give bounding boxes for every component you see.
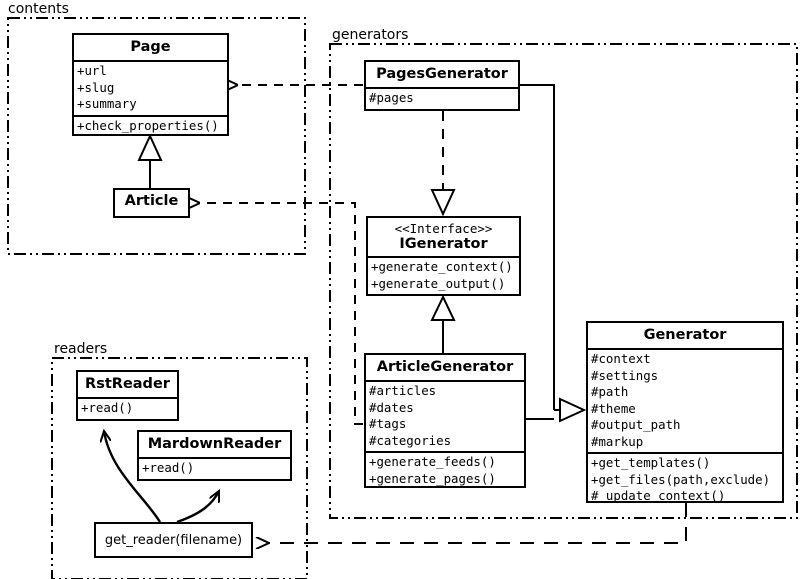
attribute-row: #markup: [591, 433, 644, 449]
class-stereotype-igenerator: <<Interface>>: [394, 221, 493, 236]
attribute-row: +summary: [77, 96, 137, 111]
package-frame-generators: [329, 43, 798, 519]
method-row: +generate_feeds(): [369, 454, 496, 469]
class-name-mardownreader: MardownReader: [147, 436, 282, 452]
connector-generators-to-generator: [520, 84, 587, 423]
connector-articlegenerator-to-igenerator: [430, 294, 456, 353]
connector-getreader-to-rstreader: [104, 431, 162, 523]
method-row: +generate_output(): [371, 275, 506, 291]
class-methods-rstreader: +read(): [78, 397, 177, 419]
attribute-row: #articles: [369, 383, 437, 398]
attribute-row: #context: [591, 351, 651, 366]
class-box-rstreader[interactable]: RstReader +read(): [76, 370, 179, 421]
attribute-row: #theme: [591, 400, 636, 416]
connector-getreader-to-mardownreader: [176, 491, 221, 524]
attribute-row: #categories: [369, 432, 452, 448]
class-box-articlegenerator[interactable]: ArticleGenerator #articles #dates #tags …: [364, 353, 526, 488]
class-methods-generator: +get_templates() +get_files(path,exclude…: [588, 452, 782, 507]
class-name-articlegenerator: ArticleGenerator: [376, 359, 514, 375]
class-box-mardownreader[interactable]: MardownReader +read(): [137, 430, 292, 481]
package-label-generators: generators: [330, 27, 411, 43]
method-row: +check_properties(): [77, 117, 219, 133]
package-frame-contents: [7, 17, 306, 255]
attribute-row: #settings: [591, 367, 659, 383]
method-row: +get_templates(): [591, 455, 711, 470]
attribute-row: +slug: [77, 79, 115, 95]
class-name-igenerator-text: IGenerator: [399, 236, 488, 252]
attribute-row: +url: [77, 63, 107, 78]
method-row: +read(): [81, 400, 134, 415]
method-row: +get_files(path,exclude): [591, 471, 771, 487]
class-box-generator[interactable]: Generator #context #settings #path #them…: [586, 321, 784, 503]
connector-article-to-page: [137, 133, 163, 188]
package-label-contents: contents: [6, 1, 71, 17]
connector-articlegenerator-to-article: [199, 203, 363, 425]
method-row: +generate_pages(): [369, 470, 496, 486]
class-name-igenerator: <<Interface>> IGenerator: [368, 218, 519, 256]
class-attributes-generator: #context #settings #path #theme #output_…: [588, 348, 782, 452]
class-box-page[interactable]: Page +url +slug +summary +check_properti…: [72, 33, 229, 136]
attribute-row: #pages: [369, 90, 414, 105]
package-label-readers: readers: [52, 341, 110, 357]
class-attributes-page: +url +slug +summary: [74, 60, 227, 115]
class-box-article[interactable]: Article: [113, 188, 190, 218]
connector-generator-to-getreader: [268, 503, 687, 543]
class-name-generator: Generator: [643, 327, 727, 343]
attribute-row: #path: [591, 384, 629, 399]
class-box-pagesgenerator[interactable]: PagesGenerator #pages: [364, 60, 520, 111]
class-name-rstreader: RstReader: [85, 376, 170, 392]
method-row: #_update_context(): [591, 488, 726, 503]
attribute-row: #dates: [369, 399, 414, 415]
class-box-igenerator[interactable]: <<Interface>> IGenerator +generate_conte…: [366, 216, 521, 296]
method-row: +read(): [142, 460, 195, 475]
class-name-article: Article: [124, 193, 179, 209]
attribute-row: #tags: [369, 416, 407, 431]
class-methods-page: +check_properties(): [74, 114, 227, 137]
class-name-pagesgenerator: PagesGenerator: [376, 66, 508, 82]
package-frame-readers: [51, 357, 308, 579]
method-row: +generate_context(): [371, 259, 513, 274]
class-attributes-articlegenerator: #articles #dates #tags #categories: [366, 380, 524, 451]
class-methods-articlegenerator: +generate_feeds() +generate_pages(): [366, 451, 524, 489]
connector-pagesgenerator-to-igenerator: [430, 111, 456, 217]
class-name-page: Page: [130, 39, 171, 55]
function-box-get-reader[interactable]: get_reader(filename): [94, 522, 253, 558]
class-attributes-pagesgenerator: #pages: [366, 87, 518, 109]
class-methods-igenerator: +generate_context() +generate_output(): [368, 256, 519, 294]
attribute-row: #output_path: [591, 417, 681, 432]
class-methods-mardownreader: +read(): [139, 457, 290, 479]
